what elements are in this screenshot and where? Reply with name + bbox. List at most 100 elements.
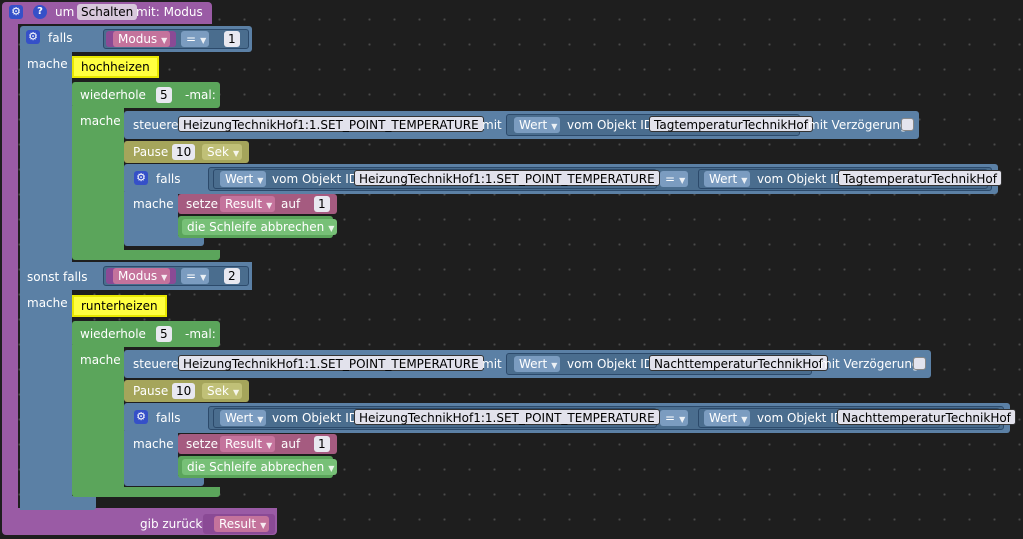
- repeat-suffix-1: -mal:: [185, 88, 216, 102]
- do-label-1: mache: [27, 57, 68, 71]
- chevron-down-icon: ▼: [266, 201, 273, 210]
- inner-from-object-label-2b: vom Objekt ID: [757, 411, 843, 425]
- repeat-suffix-2: -mal:: [185, 327, 216, 341]
- inner-from-object-label-1b: vom Objekt ID: [757, 172, 843, 186]
- chevron-down-icon: ▼: [328, 224, 335, 233]
- inner-if-footer-2: [124, 476, 204, 486]
- set-to-label-2: auf: [281, 437, 301, 451]
- help-icon[interactable]: ?: [33, 5, 47, 19]
- set-value-1[interactable]: 1: [314, 196, 330, 212]
- inner-value-dropdown-2b[interactable]: Wert▼: [704, 410, 751, 426]
- comment-block-1[interactable]: hochheizen: [72, 56, 159, 78]
- chevron-down-icon: ▼: [200, 36, 207, 45]
- function-block-spine: [2, 20, 18, 516]
- compare-value-1[interactable]: 1: [224, 31, 240, 47]
- with-label-2: mit: [482, 357, 502, 371]
- chevron-down-icon: ▼: [741, 415, 748, 424]
- delay-checkbox-2[interactable]: [913, 357, 926, 370]
- elseif-label: sonst falls: [27, 270, 88, 284]
- function-params: mit: Modus: [136, 5, 203, 19]
- set-to-label-1: auf: [281, 197, 301, 211]
- break-dropdown-1[interactable]: die Schleife abbrechen▼: [182, 219, 338, 235]
- inner-if-settings-icon-2[interactable]: ⚙: [134, 410, 148, 424]
- inner-if-footer-1: [124, 236, 204, 246]
- inner-value-dropdown-1b[interactable]: Wert▼: [704, 171, 751, 187]
- inner-if-label-2: falls: [156, 411, 181, 425]
- pause-value-1[interactable]: 10: [172, 144, 196, 160]
- repeat-label-2: wiederhole: [80, 327, 146, 341]
- object-id-field-1[interactable]: TagtemperaturTechnikHof: [649, 116, 813, 132]
- state-id-field-1[interactable]: HeizungTechnikHof1:1.SET_POINT_TEMPERATU…: [178, 116, 484, 132]
- compare-value-2[interactable]: 2: [224, 268, 240, 284]
- inner-value-dropdown-2a[interactable]: Wert▼: [220, 410, 267, 426]
- inner-state-id-field-2[interactable]: HeizungTechnikHof1:1.SET_POINT_TEMPERATU…: [354, 409, 660, 425]
- if-settings-icon[interactable]: ⚙: [26, 30, 40, 44]
- repeat-label-1: wiederhole: [80, 88, 146, 102]
- delay-checkbox-1[interactable]: [901, 118, 914, 131]
- pause-value-2[interactable]: 10: [172, 383, 196, 399]
- inner-value-dropdown-1a[interactable]: Wert▼: [220, 171, 267, 187]
- chevron-down-icon: ▼: [232, 388, 240, 397]
- delay-label-2: mit Verzögerung: [820, 357, 920, 371]
- comment-block-2[interactable]: runterheizen: [72, 295, 167, 317]
- set-var-dropdown-1[interactable]: Result▼: [220, 196, 276, 212]
- inner-if-settings-icon-1[interactable]: ⚙: [134, 171, 148, 185]
- inner-do-label-1: mache: [133, 197, 174, 211]
- chevron-down-icon: ▼: [679, 415, 686, 424]
- set-label-1: setze: [186, 197, 219, 211]
- set-var-dropdown-2[interactable]: Result▼: [220, 436, 276, 452]
- inner-from-object-label-2a: vom Objekt ID: [272, 411, 358, 425]
- chevron-down-icon: ▼: [551, 361, 558, 370]
- pause-label-2: Pause: [133, 384, 169, 398]
- chevron-down-icon: ▼: [741, 176, 748, 185]
- repeat-count-1[interactable]: 5: [156, 87, 172, 103]
- repeat-count-2[interactable]: 5: [156, 326, 172, 342]
- chevron-down-icon: ▼: [260, 521, 267, 530]
- inner-object-id-field-1[interactable]: TagtemperaturTechnikHof: [838, 170, 1002, 186]
- repeat-do-label-2: mache: [80, 353, 121, 367]
- if-block-footer: [20, 496, 96, 510]
- control-label-1: steuere: [133, 118, 179, 132]
- inner-object-id-field-2[interactable]: NachttemperaturTechnikHof: [837, 409, 1016, 425]
- value-dropdown-2[interactable]: Wert▼: [514, 356, 561, 372]
- chevron-down-icon: ▼: [232, 149, 240, 158]
- return-label: gib zurück: [140, 517, 203, 531]
- with-label-1: mit: [482, 118, 502, 132]
- if-label: falls: [48, 31, 73, 45]
- repeat-do-label-1: mache: [80, 114, 121, 128]
- value-dropdown-1[interactable]: Wert▼: [514, 117, 561, 133]
- from-object-label-2: vom Objekt ID: [567, 357, 653, 371]
- break-dropdown-2[interactable]: die Schleife abbrechen▼: [182, 459, 338, 475]
- modus-var-dropdown-1[interactable]: Modus▼: [113, 31, 171, 47]
- chevron-down-icon: ▼: [679, 176, 686, 185]
- return-var-dropdown[interactable]: Result▼: [214, 516, 270, 532]
- chevron-down-icon: ▼: [551, 122, 558, 131]
- chevron-down-icon: ▼: [328, 464, 335, 473]
- function-settings-icon[interactable]: ⚙: [9, 5, 23, 19]
- from-object-label-1: vom Objekt ID: [567, 118, 653, 132]
- repeat-block-1-spine: [72, 106, 124, 252]
- pause-unit-dropdown-2[interactable]: Sek▼: [202, 383, 243, 399]
- chevron-down-icon: ▼: [257, 415, 264, 424]
- do-label-2: mache: [27, 296, 68, 310]
- inner-compare-op-dropdown-1[interactable]: =▼: [660, 171, 689, 187]
- state-id-field-2[interactable]: HeizungTechnikHof1:1.SET_POINT_TEMPERATU…: [178, 355, 484, 371]
- function-name-field[interactable]: Schalten: [77, 4, 138, 20]
- object-id-field-2[interactable]: NachttemperaturTechnikHof: [649, 355, 828, 371]
- repeat-block-2-spine: [72, 345, 124, 491]
- inner-state-id-field-1[interactable]: HeizungTechnikHof1:1.SET_POINT_TEMPERATU…: [354, 170, 660, 186]
- repeat-block-2[interactable]: [72, 321, 220, 347]
- compare-op-dropdown-1[interactable]: =▼: [181, 31, 210, 47]
- pause-label-1: Pause: [133, 145, 169, 159]
- compare-op-dropdown-2[interactable]: =▼: [181, 268, 210, 284]
- chevron-down-icon: ▼: [257, 176, 264, 185]
- set-value-2[interactable]: 1: [314, 436, 330, 452]
- inner-compare-op-dropdown-2[interactable]: =▼: [660, 410, 689, 426]
- inner-from-object-label-1a: vom Objekt ID: [272, 172, 358, 186]
- chevron-down-icon: ▼: [200, 273, 207, 282]
- chevron-down-icon: ▼: [161, 36, 168, 45]
- inner-if-label-1: falls: [156, 172, 181, 186]
- modus-var-dropdown-2[interactable]: Modus▼: [113, 268, 171, 284]
- repeat-block-1[interactable]: [72, 82, 220, 108]
- pause-unit-dropdown-1[interactable]: Sek▼: [202, 144, 243, 160]
